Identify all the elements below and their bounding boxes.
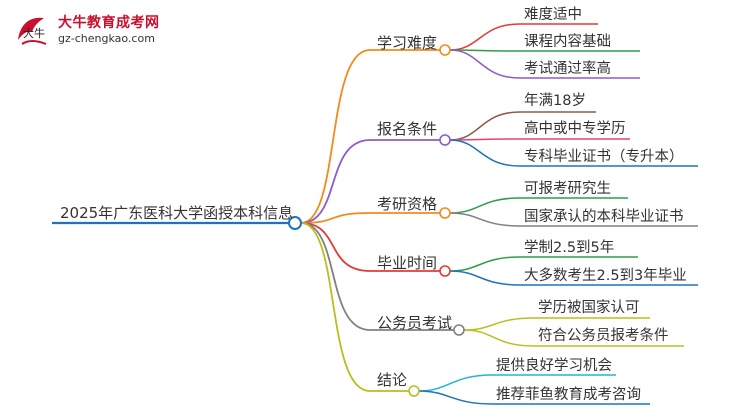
civil-node (453, 324, 465, 336)
leaf-graduation-2[interactable]: 大多数考生2.5到3年毕业 (524, 268, 687, 284)
difficulty-child-1-link (449, 23, 521, 51)
requirements-child-1-link (449, 111, 521, 141)
brand-logo[interactable]: 大牛 大牛教育成考网 gz-chengkao.com (8, 8, 208, 54)
brand-name: 大牛教育成考网 (58, 15, 160, 31)
branch-postgrad-label[interactable]: 考研资格 (377, 195, 438, 213)
conclusion-node (408, 385, 420, 397)
branch-conclusion-label[interactable]: 结论 (377, 371, 408, 389)
graduation-child-1-link (449, 256, 521, 272)
branch-civil-label[interactable]: 公务员考试 (377, 314, 453, 332)
branch-requirements-label[interactable]: 报名条件 (377, 120, 438, 138)
leaf-difficulty-3[interactable]: 考试通过率高 (524, 61, 611, 77)
graduation-child-2-link (449, 270, 521, 286)
leaf-postgrad-2[interactable]: 国家承认的本科毕业证书 (524, 209, 684, 225)
leaf-difficulty-2[interactable]: 课程内容基础 (524, 34, 611, 50)
root-topic-label[interactable]: 2025年广东医科大学函授本科信息 (60, 204, 294, 222)
difficulty-node (439, 44, 451, 56)
leaf-graduation-1[interactable]: 学制2.5到5年 (524, 240, 615, 256)
postgrad-child-2-link (449, 212, 521, 227)
root-to-civil-link (300, 222, 371, 331)
postgrad-child-1-link (449, 197, 521, 214)
bull-logo-icon: 大牛 (18, 17, 47, 45)
leaf-difficulty-1[interactable]: 难度适中 (524, 7, 582, 23)
root-node (288, 216, 302, 230)
postgrad-node (439, 207, 451, 219)
graduation-node (439, 265, 451, 277)
civil-child-1-link (463, 317, 535, 331)
root-to-postgrad-link (300, 212, 371, 224)
leaf-civil-2[interactable]: 符合公务员报考条件 (538, 328, 669, 344)
leaf-postgrad-1[interactable]: 可报考研究生 (524, 181, 611, 197)
root-to-difficulty-link (300, 49, 371, 224)
root-to-conclusion-link (300, 222, 371, 392)
leaf-requirements-3[interactable]: 专科毕业证书（专升本） (524, 149, 684, 165)
branch-graduation-label[interactable]: 毕业时间 (377, 254, 438, 272)
requirements-child-3-link (449, 139, 521, 167)
conclusion-child-1-link (418, 374, 493, 392)
leaf-requirements-1[interactable]: 年满18岁 (524, 93, 586, 109)
conclusion-child-2-link (418, 390, 493, 405)
difficulty-child-3-link (449, 49, 521, 79)
leaf-requirements-2[interactable]: 高中或中专学历 (524, 121, 626, 137)
leaf-civil-1[interactable]: 学历被国家认可 (538, 300, 640, 316)
requirements-node (439, 134, 451, 146)
leaf-conclusion-2[interactable]: 推荐菲鱼教育成考咨询 (496, 387, 641, 403)
civil-child-2-link (463, 329, 535, 347)
root-to-requirements-link (300, 139, 371, 224)
logo-mark-text: 大牛 (23, 26, 45, 40)
branch-difficulty-label[interactable]: 学习难度 (377, 34, 438, 52)
leaf-conclusion-1[interactable]: 提供良好学习机会 (496, 358, 612, 374)
brand-url[interactable]: gz-chengkao.com (58, 32, 155, 45)
root-to-graduation-link (300, 222, 371, 272)
